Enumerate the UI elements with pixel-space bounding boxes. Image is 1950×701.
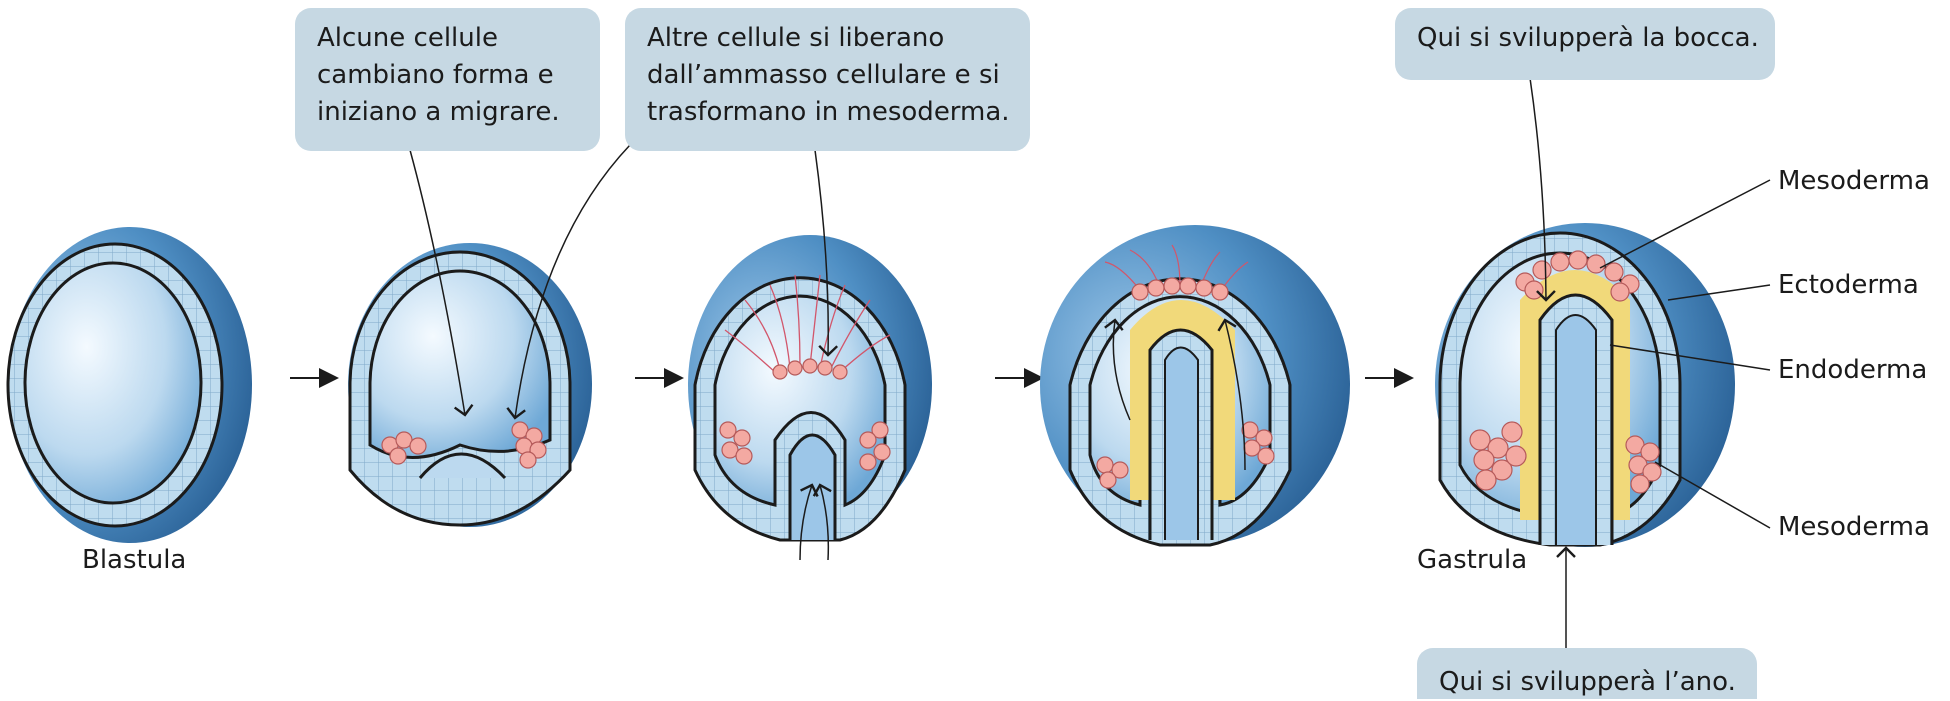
callout-cells-mesoderm: Altre cellule si liberano dall’ammasso c… xyxy=(625,8,1030,151)
callout-line: Altre cellule si liberano xyxy=(647,20,1008,57)
callout-line: iniziano a migrare. xyxy=(317,94,578,131)
callout-line: dall’ammasso cellulare e si xyxy=(647,57,1008,94)
callout-line: trasformano in mesoderma. xyxy=(647,94,1008,131)
callout-line: cambiano forma e xyxy=(317,57,578,94)
ectoderm-label: Ectoderma xyxy=(1778,270,1919,300)
gastrula-embryo xyxy=(1435,223,1735,547)
early-gastrula-embryo xyxy=(348,243,592,527)
callout-line: Qui si svilupperà la bocca. xyxy=(1417,20,1753,57)
mid-gastrula-embryo xyxy=(688,235,932,560)
mesoderm-label-top: Mesoderma xyxy=(1778,166,1930,196)
leader-line xyxy=(1600,180,1770,268)
mesoderm-label-bottom: Mesoderma xyxy=(1778,512,1930,542)
callout-line: Alcune cellule xyxy=(317,20,578,57)
callout-mouth: Qui si svilupperà la bocca. xyxy=(1395,8,1775,80)
gastrula-label: Gastrula xyxy=(1417,545,1527,575)
callout-cells-migrate: Alcune cellule cambiano forma e iniziano… xyxy=(295,8,600,151)
callout-line: Qui si svilupperà l’ano. xyxy=(1439,664,1735,701)
blastula-embryo xyxy=(8,227,252,543)
blastula-label: Blastula xyxy=(82,545,186,575)
late-gastrula-embryo xyxy=(1040,225,1350,545)
endoderm-label: Endoderma xyxy=(1778,355,1927,385)
callout-anus: Qui si svilupperà l’ano. xyxy=(1417,648,1757,699)
